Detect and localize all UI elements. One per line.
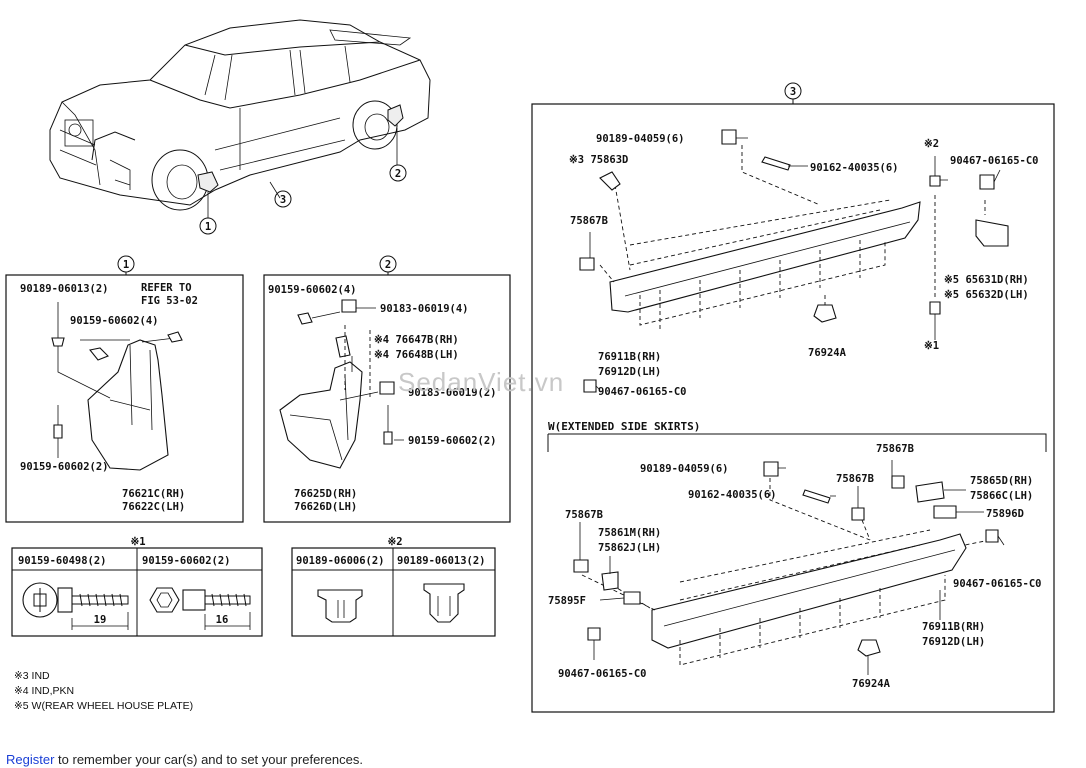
part-76626D: 76626D(LH) (294, 501, 357, 513)
part-76621C: 76621C(RH) (122, 488, 185, 500)
ext-75867B-left: 75867B (565, 509, 603, 521)
box-2-rear-mudguard: 2 90159-60602(4) 90183-06019(4) ※4 76647… (263, 255, 511, 523)
ext-76911B: 76911B(RH) (922, 621, 985, 633)
box-3-title: 3 (790, 86, 796, 98)
legend-1-dim-a: 19 (94, 614, 107, 626)
note-5: ※5 W(REAR WHEEL HOUSE PLATE) (14, 700, 193, 712)
legend-clip-1: ※1 90159-60498(2) 90159-60602(2) 19 16 (11, 536, 263, 637)
part-90183-06019-4: 90183-06019(4) (380, 303, 469, 315)
part-90159-60602-2: 90159-60602(2) (408, 435, 497, 447)
register-link[interactable]: Register (6, 752, 55, 767)
legend-2-part-b: 90189-06013(2) (397, 555, 486, 567)
ext-90189-04059: 90189-04059(6) (640, 463, 729, 475)
part-76622C: 76622C(LH) (122, 501, 185, 513)
part-65631D: ※5 65631D(RH) (944, 274, 1029, 286)
ext-75862J: 75862J(LH) (598, 542, 661, 554)
legend-2-mark: ※2 (387, 536, 402, 548)
legend-1-part-a: 90159-60498(2) (18, 555, 107, 567)
part-90159-60602-4: 90159-60602(4) (268, 284, 357, 296)
part-76648B: ※4 76648B(LH) (374, 349, 459, 361)
part-76911B-upper: 76911B(RH) (598, 351, 661, 363)
part-75863D: ※3 75863D (569, 154, 628, 166)
part-90189-06013: 90189-06013(2) (20, 283, 109, 295)
legend-2-part-a: 90189-06006(2) (296, 555, 385, 567)
part-90189-04059-upper: 90189-04059(6) (596, 133, 685, 145)
refer-to-label: REFER TO (141, 282, 192, 294)
part-76912D-upper: 76912D(LH) (598, 366, 661, 378)
refer-fig-label: FIG 53-02 (141, 295, 198, 307)
note-4: ※4 IND,PKN (14, 685, 74, 697)
callout-2: 2 (395, 168, 401, 180)
note-3: ※3 IND (14, 670, 50, 682)
box-1-front-mudguard: 1 90189-06013(2) REFER TO FIG 53-02 9015… (5, 255, 244, 523)
ext-75861M: 75861M(RH) (598, 527, 661, 539)
ext-90467-06165-right: 90467-06165-C0 (953, 578, 1042, 590)
part-75867B-upper: 75867B (570, 215, 608, 227)
footer-text: to remember your car(s) and to set your … (54, 752, 363, 767)
ext-75867B-top: 75867B (876, 443, 914, 455)
part-90467-06165-upper-right: 90467-06165-C0 (950, 155, 1039, 167)
ext-75896D: 75896D (986, 508, 1024, 520)
legend-1-part-b: 90159-60602(2) (142, 555, 231, 567)
legend-1-mark: ※1 (130, 536, 145, 548)
part-90183-06019-2: 90183-06019(2) (408, 387, 497, 399)
ext-76924A: 76924A (852, 678, 891, 690)
part-65632D: ※5 65632D(LH) (944, 289, 1029, 301)
mark-1: ※1 (924, 340, 939, 352)
footer: Register to remember your car(s) and to … (6, 752, 363, 767)
box-3-side-skirt: 3 90189-04059(6) ※3 75863D 90162-40035(6… (398, 82, 1055, 713)
ext-75867B-mid: 75867B (836, 473, 874, 485)
part-90162-40035-upper: 90162-40035(6) (810, 162, 899, 174)
part-90467-06165-upper-left: 90467-06165-C0 (598, 386, 687, 398)
ext-title: W(EXTENDED SIDE SKIRTS) (548, 420, 700, 433)
part-76625D: 76625D(RH) (294, 488, 357, 500)
ext-75866C: 75866C(LH) (970, 490, 1033, 502)
parts-diagram: 1 2 3 1 90189-06013(2) REFER TO FIG 53-0… (5, 19, 1055, 713)
mark-2: ※2 (924, 138, 939, 150)
callout-1: 1 (205, 221, 211, 233)
box-1-title: 1 (123, 259, 129, 271)
ext-75895F: 75895F (548, 595, 586, 607)
watermark: SedanViet.vn (398, 367, 564, 397)
part-76647B: ※4 76647B(RH) (374, 334, 459, 346)
part-90159-60602-2: 90159-60602(2) (20, 461, 109, 473)
car-illustration: 1 2 3 (49, 19, 431, 235)
part-76924A-upper: 76924A (808, 347, 847, 359)
legend-clip-2: ※2 90189-06006(2) 90189-06013(2) (291, 536, 496, 637)
ext-90162-40035: 90162-40035(6) (688, 489, 777, 501)
ext-76912D: 76912D(LH) (922, 636, 985, 648)
legend-1-dim-b: 16 (216, 614, 229, 626)
callout-3: 3 (280, 194, 286, 206)
ext-90467-06165-left: 90467-06165-C0 (558, 668, 647, 680)
ext-75865D: 75865D(RH) (970, 475, 1033, 487)
part-90159-60602-4: 90159-60602(4) (70, 315, 159, 327)
box-2-title: 2 (385, 259, 391, 271)
